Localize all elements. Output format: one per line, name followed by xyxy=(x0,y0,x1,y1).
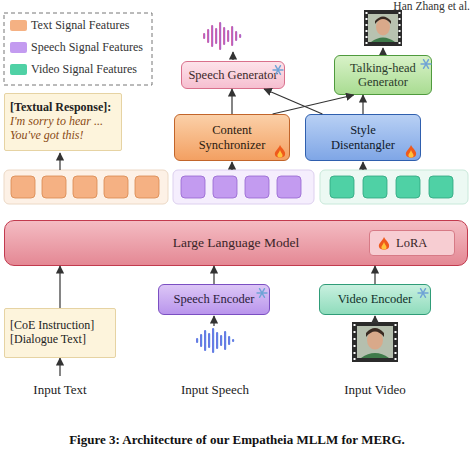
llm-band: Large Language Model LoRA xyxy=(4,220,468,266)
node-text: [CoE Instruction] xyxy=(10,319,94,333)
connector-arrow xyxy=(59,266,60,308)
legend-text: Speech Signal Features xyxy=(31,40,143,55)
connector-arrow xyxy=(231,89,232,114)
node-text: [Textual Response]: xyxy=(10,101,111,115)
input-arrow xyxy=(213,316,214,326)
snowflake-stroke xyxy=(421,289,426,298)
module-box: Style Disentangler xyxy=(305,114,421,161)
connector-arrow xyxy=(273,95,354,114)
node-text: Style Disentangler xyxy=(324,123,402,152)
module-box: Content Synchronizer xyxy=(174,114,290,161)
input-label: Input Speech xyxy=(181,382,249,398)
frozen-icon xyxy=(256,287,268,299)
flame-outer xyxy=(406,145,416,158)
frozen-icon xyxy=(272,64,284,76)
trainable-icon xyxy=(274,145,286,159)
input-arrow xyxy=(59,358,60,376)
snowflake-stroke xyxy=(421,289,426,298)
legend-text: Text Signal Features xyxy=(31,18,129,33)
token-arrow xyxy=(59,153,60,170)
node-text: I'm sorry to hear ... You've got this! xyxy=(10,115,116,143)
input-text-box: [CoE Instruction][Dialogue Text] xyxy=(4,308,116,358)
input-label: Input Video xyxy=(344,382,405,398)
node-text: LoRA xyxy=(396,236,427,250)
speech-waveform-input xyxy=(196,328,234,353)
node-text: Content Synchronizer xyxy=(193,123,271,152)
encoder-box: Video Encoder xyxy=(319,284,431,315)
legend-frame xyxy=(4,13,152,85)
flame-inner xyxy=(408,150,413,158)
connector-arrow xyxy=(264,89,322,114)
lora-box: LoRA xyxy=(369,230,455,256)
figure-caption: Figure 3: Architecture of our Empatheia … xyxy=(0,432,474,448)
token-arrow xyxy=(231,162,232,170)
generator-box: Talking-head Generator xyxy=(334,55,432,95)
connector-arrow xyxy=(362,95,363,114)
snowflake-stroke xyxy=(424,60,429,69)
input-video-frames xyxy=(352,322,398,362)
node-text: Speech Generator xyxy=(188,68,277,82)
snowflake-stroke xyxy=(260,289,265,298)
legend-text: Video Signal Features xyxy=(31,62,137,77)
talking-head-video-output xyxy=(364,10,402,46)
snowflake-stroke xyxy=(260,289,265,298)
legend-entry: Video Signal Features xyxy=(10,62,137,77)
flame-outer xyxy=(379,237,389,250)
connector-arrow xyxy=(213,266,214,284)
input-label: Input Text xyxy=(33,382,86,398)
output-arrow xyxy=(382,48,383,55)
encoder-box: Speech Encoder xyxy=(158,284,270,315)
node-text: [Dialogue Text] xyxy=(10,333,86,347)
legend-swatch xyxy=(10,42,27,53)
legend-entry: Text Signal Features xyxy=(10,18,129,33)
node-text: Talking-head Generator xyxy=(347,61,419,90)
output-arrow xyxy=(232,52,233,60)
trainable-icon xyxy=(378,237,390,251)
flame-outer xyxy=(275,145,285,158)
node-text: Video Encoder xyxy=(338,292,413,306)
feature-token-row xyxy=(4,170,468,204)
trainable-icon xyxy=(405,145,417,159)
legend-swatch xyxy=(10,20,27,31)
connector-arrow xyxy=(374,266,375,284)
snowflake-stroke xyxy=(424,60,429,69)
legend-swatch xyxy=(10,64,27,75)
frozen-icon xyxy=(420,58,432,70)
flame-inner xyxy=(277,150,282,158)
response-box: [Textual Response]:I'm sorry to hear ...… xyxy=(4,93,122,151)
legend-entry: Speech Signal Features xyxy=(10,40,143,55)
snowflake-stroke xyxy=(276,66,281,75)
generator-box: Speech Generator xyxy=(181,61,285,89)
frozen-icon xyxy=(417,287,429,299)
running-header: Han Zhang et al. xyxy=(393,0,470,12)
flame-inner xyxy=(381,242,386,250)
token-arrow xyxy=(362,162,363,170)
snowflake-stroke xyxy=(276,66,281,75)
node-text: Speech Encoder xyxy=(174,292,255,306)
speech-waveform-output xyxy=(203,22,241,50)
node-text: Large Language Model xyxy=(173,235,299,251)
input-arrow xyxy=(374,316,375,321)
